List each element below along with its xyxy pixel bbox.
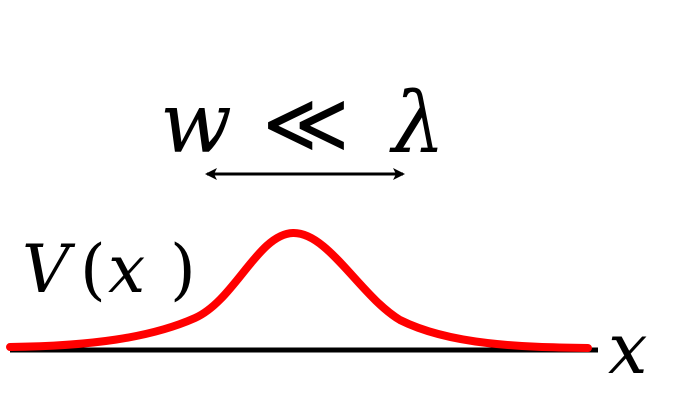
- x-axis-label: x: [608, 308, 647, 390]
- potential-x: x: [108, 231, 145, 308]
- potential-curve: [6, 228, 592, 352]
- width-relation-label: w ≪ λ: [160, 74, 445, 172]
- potential-close-paren: ): [170, 231, 196, 308]
- potential-V: V: [22, 231, 76, 308]
- wavelength-symbol: λ: [389, 74, 445, 172]
- potential-open-paren: (: [80, 231, 106, 308]
- width-symbol: w: [160, 74, 232, 172]
- potential-label: V ( x ): [22, 231, 196, 308]
- much-less-than-symbol: ≪: [262, 74, 350, 172]
